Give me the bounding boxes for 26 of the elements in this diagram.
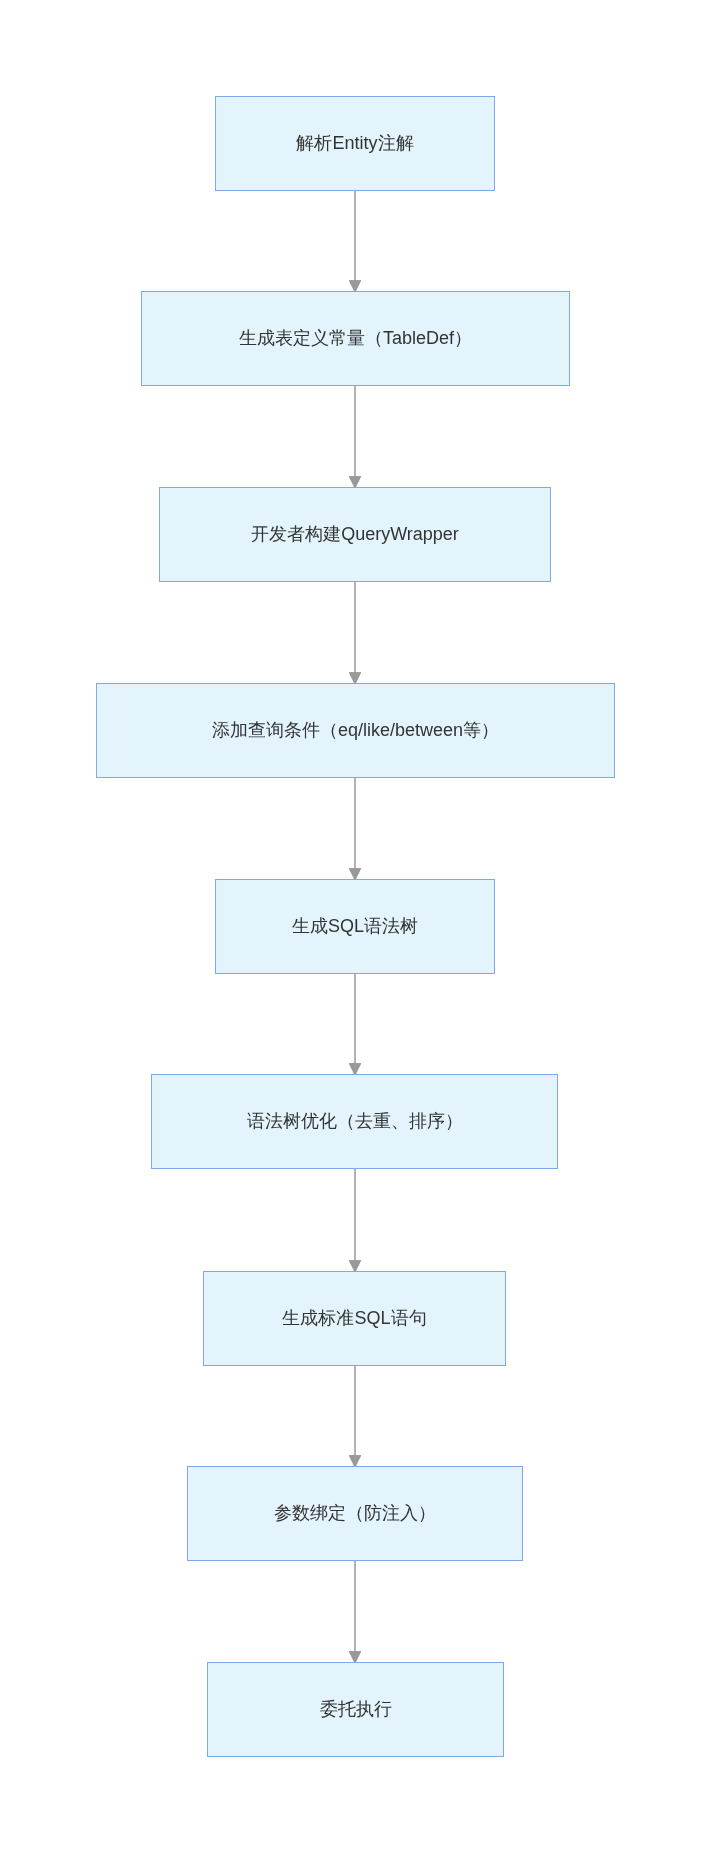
arrow [348,190,362,293]
box-label: 解析Entity注解 [296,132,414,155]
arrow [348,973,362,1076]
box-label: 生成SQL语法树 [292,915,418,938]
box-label: 委托执行 [319,1698,392,1721]
process-box [96,683,615,778]
arrow [348,1365,362,1468]
box-label: 开发者构建QueryWrapper [251,523,459,546]
box-label: 参数绑定（防注入） [274,1502,436,1525]
arrow [348,581,362,685]
process-box [187,1466,523,1561]
arrow [348,1560,362,1664]
arrow [348,385,362,489]
process-box [215,879,495,974]
process-box [207,1662,504,1757]
box-label: 生成表定义常量（TableDef） [238,327,472,350]
arrow [348,1168,362,1273]
process-box [151,1074,558,1169]
process-box [215,96,495,191]
arrow [348,777,362,881]
process-box [159,487,551,582]
box-label: 语法树优化（去重、排序） [246,1110,463,1133]
box-label: 生成标准SQL语句 [282,1307,427,1330]
box-label: 添加查询条件（eq/like/between等） [211,719,500,742]
process-box [203,1271,506,1366]
process-box [141,291,570,386]
